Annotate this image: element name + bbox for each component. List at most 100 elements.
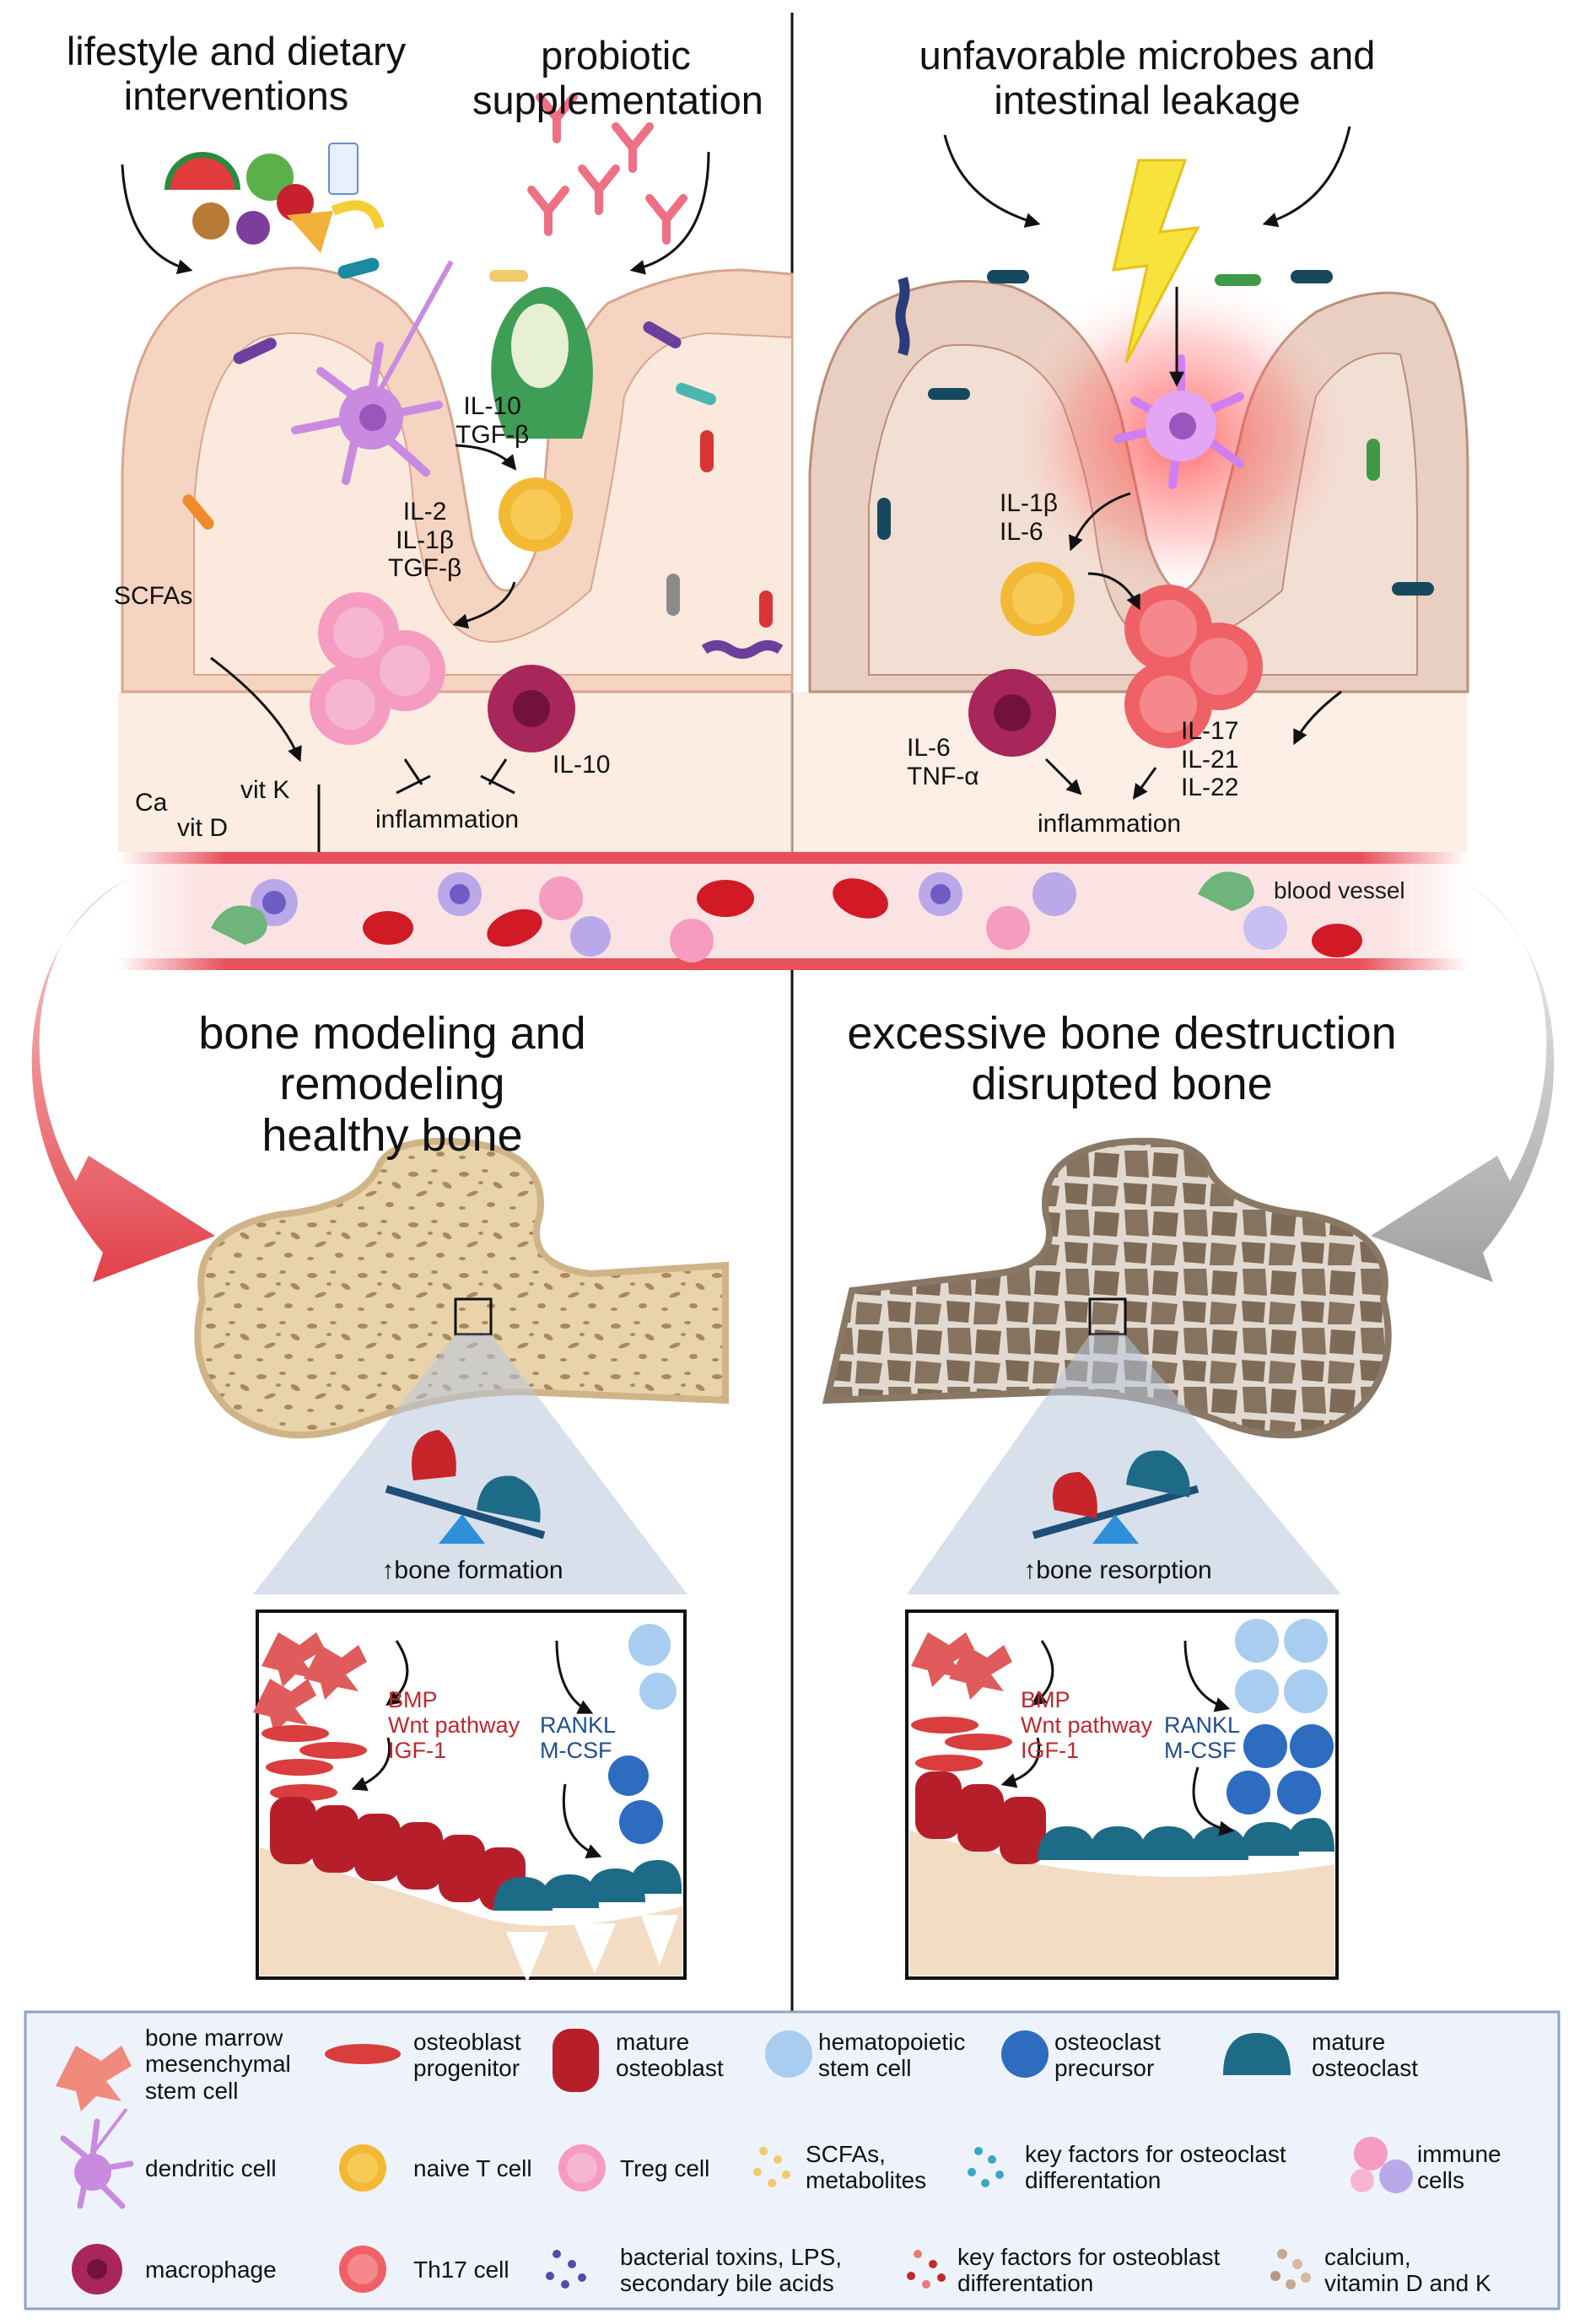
food-icon — [164, 143, 385, 253]
ob-factor-wnt-left: Wnt pathway — [388, 1712, 520, 1738]
heading-disrupted-bone: excessive bone destruction disrupted bon… — [847, 1008, 1397, 1110]
legend-label-mature-osteoblast: mature osteoblast — [616, 2029, 724, 2082]
macrophage-cytokine-left: IL-10 — [553, 751, 611, 779]
healthy-bone — [194, 1137, 729, 1594]
mature-osteoblast-icon — [553, 2029, 599, 2092]
zoom-panel-right — [905, 1610, 1339, 1980]
legend-label-ob-factor: key factors for osteoblast differentatio… — [957, 2244, 1221, 2297]
toxin-icon — [546, 2250, 586, 2289]
ob-factor-igf-left: IGF-1 — [388, 1738, 447, 1763]
legend-label-oc-factor: key factors for osteoclast differentatio… — [1025, 2141, 1286, 2194]
legend-label-osteoblast-progenitor: osteoblast progenitor — [413, 2029, 521, 2082]
legend-label-osteoclast-precursor: osteoclast precursor — [1054, 2029, 1162, 2082]
treg-cells-left — [310, 592, 445, 745]
ob-factor-wnt-right: Wnt pathway — [1021, 1712, 1153, 1738]
bacteria-icon — [182, 257, 1434, 659]
arrow — [1293, 690, 1342, 746]
immune-cells-icon — [1350, 2137, 1413, 2193]
legend-label-treg-cell: Treg cell — [620, 2155, 710, 2181]
legend-label-mature-osteoclast: mature osteoclast — [1312, 2029, 1419, 2082]
oc-factor-mcsf-left: M-CSF — [540, 1738, 612, 1763]
arrow — [121, 164, 193, 274]
dc-cytokines-right: IL-1β IL-6 — [1000, 489, 1058, 546]
legend-label-msc: bone marrow mesenchymal stem cell — [145, 2025, 291, 2104]
arrow — [1262, 126, 1351, 228]
heading-healthy-bone: bone modeling and remodeling healthy bon… — [198, 1008, 586, 1161]
th17-cells-right — [1124, 585, 1263, 748]
treg-cell-icon — [558, 2144, 606, 2192]
ob-factor-bmp-left: BMP — [388, 1687, 438, 1712]
ca-vit-icon — [1270, 2249, 1311, 2289]
arrow — [1068, 492, 1131, 552]
vitd-label: vit D — [177, 814, 228, 842]
dc-cytokines-left: IL-10 TGF-β — [456, 392, 530, 449]
oc-factor-rankl-right: RANKL — [1164, 1712, 1241, 1738]
red-curved-arrow — [31, 877, 215, 1282]
osteoblast-progenitor-icon — [325, 2044, 401, 2064]
blood-vessel — [118, 852, 1468, 970]
legend-label-ca-vit: calcium, vitamin D and K — [1324, 2244, 1491, 2297]
arrow — [1087, 572, 1140, 611]
gut-right — [792, 159, 1469, 860]
dendritic-cell-right — [1113, 354, 1244, 489]
arrow — [629, 151, 710, 275]
mature-osteoclast-icon — [1223, 2033, 1291, 2075]
naive-t-cell-right — [1000, 562, 1075, 636]
legend-label-scfa: SCFAs, metabolites — [806, 2141, 927, 2194]
arrow — [1044, 758, 1082, 795]
intervention-label-probiotic: probiotic supplementation — [472, 33, 763, 122]
bone-formation-label: ↑bone formation — [381, 1556, 563, 1584]
oc-factor-icon — [968, 2147, 1004, 2187]
legend-label-toxins: bacterial toxins, LPS, secondary bile ac… — [620, 2244, 843, 2297]
legend-label-naive-t-cell: naive T cell — [413, 2155, 532, 2181]
arrow — [455, 444, 517, 471]
scfas-label: SCFAs — [114, 582, 193, 610]
dendritic-cell-left — [291, 260, 454, 485]
macrophage-cytokines-right: IL-6 TNF-α — [907, 734, 979, 790]
legend-label-th17-cell: Th17 cell — [413, 2257, 509, 2283]
legend-label-dendritic-cell: dendritic cell — [145, 2155, 277, 2181]
macrophage-right — [968, 669, 1056, 757]
seesaw-left — [385, 1430, 546, 1544]
blood-vessel-label: blood vessel — [1274, 877, 1405, 903]
inhibit-symbol — [480, 758, 515, 795]
msc-icon — [56, 2046, 132, 2111]
macrophage-icon — [72, 2244, 122, 2294]
osteoclast-precursor-icon — [1001, 2030, 1049, 2078]
grey-curved-arrow — [1371, 877, 1555, 1282]
inflammation-left: inflammation — [375, 806, 520, 833]
vitk-label: vit K — [240, 776, 290, 804]
legend-panel — [24, 2010, 1561, 2311]
inhibit-symbol — [396, 758, 431, 795]
macrophage-left — [488, 665, 575, 752]
oc-factor-mcsf-right: M-CSF — [1164, 1738, 1237, 1763]
lightning-icon — [1112, 159, 1200, 364]
scfa-icon — [753, 2147, 790, 2187]
th17-cytokines-right: IL-17 IL-21 IL-22 — [1181, 717, 1239, 802]
gut-left — [118, 267, 794, 860]
tcell-cytokines-left: IL-2 IL-1β TGF-β — [388, 498, 462, 583]
hsc-icon — [765, 2030, 812, 2078]
th17-cell-icon — [339, 2246, 386, 2293]
intervention-label-lifestyle: lifestyle and dietary interventions — [66, 29, 407, 118]
arrow — [210, 656, 302, 763]
arrow — [943, 134, 1041, 228]
dendritic-cell-icon — [60, 2107, 134, 2209]
disrupted-bone — [822, 1137, 1392, 1594]
legend-label-hsc: hematopoietic stem cell — [818, 2029, 966, 2082]
arrow — [452, 581, 516, 629]
naive-t-cell-icon — [339, 2144, 386, 2192]
ca-label: Ca — [135, 789, 168, 817]
bone-resorption-label: ↑bone resorption — [1023, 1556, 1212, 1584]
probiotic-icon — [527, 93, 687, 245]
factor-label-unfavorable: unfavorable microbes and intestinal leak… — [919, 33, 1376, 122]
arrow — [1132, 767, 1157, 800]
legend-label-macrophage: macrophage — [145, 2257, 277, 2283]
ob-factor-igf-right: IGF-1 — [1021, 1738, 1080, 1763]
ob-factor-bmp-right: BMP — [1021, 1687, 1070, 1712]
zoom-panel-left — [253, 1610, 687, 1982]
naive-t-cell-left — [499, 477, 573, 552]
goblet-cell — [491, 287, 593, 439]
legend-label-immune-cells: immune cells — [1417, 2141, 1501, 2194]
ob-factor-icon — [907, 2250, 946, 2289]
